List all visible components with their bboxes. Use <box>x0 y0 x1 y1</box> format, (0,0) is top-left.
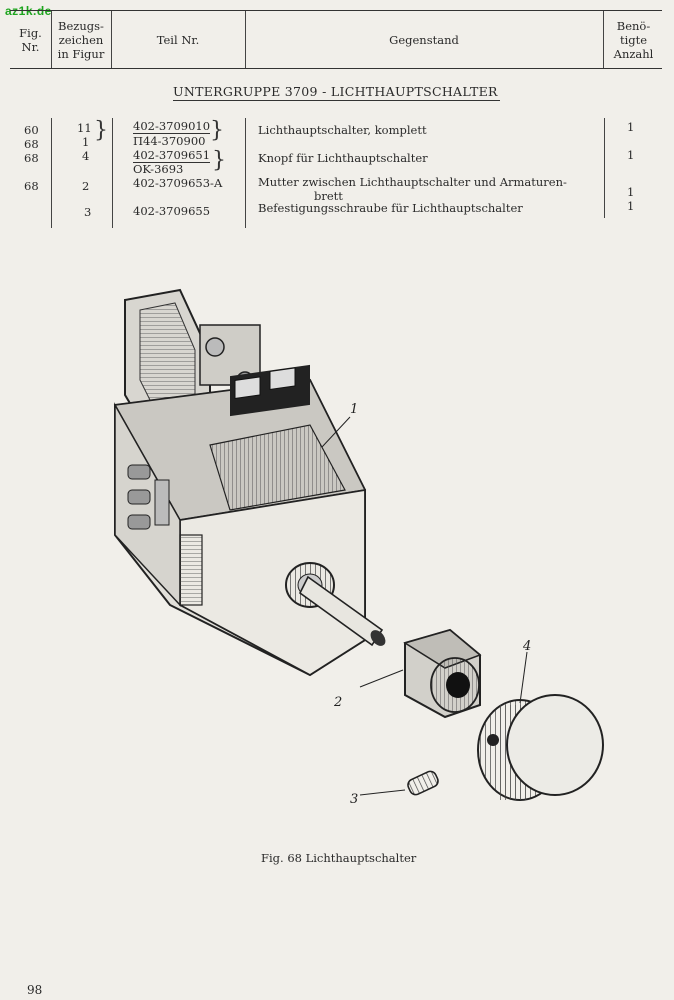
figure-caption: Fig. 68 Lichthauptschalter <box>261 851 417 865</box>
brace-symbol: } <box>210 118 224 143</box>
part-description: Befestigungsschraube für Lichthauptschal… <box>258 201 523 215</box>
mounting-nut <box>403 628 482 719</box>
quantity: 1 <box>627 120 635 134</box>
column-divider <box>51 118 52 228</box>
ref-number: 2 <box>82 179 90 193</box>
set-screw <box>407 770 439 796</box>
parts-table-header: Fig. Nr. Bezugs- zeichen in Figur Teil N… <box>10 10 662 69</box>
control-knob <box>477 694 604 801</box>
quantity: 1 <box>627 199 635 213</box>
page-number: 98 <box>27 983 43 997</box>
fig-nr: 68 <box>24 179 39 193</box>
subgroup-title: UNTERGRUPPE 3709 - LICHTHAUPTSCHALTER <box>173 84 500 101</box>
part-description: Lichthauptschalter, komplett <box>258 123 427 137</box>
header-fig-nr: Fig. Nr. <box>10 11 52 68</box>
callout-4: 4 <box>522 639 531 654</box>
ref-number: 1 <box>82 135 90 149</box>
callout-2: 2 <box>333 695 342 710</box>
quantity: 1 <box>627 185 635 199</box>
part-number: 402-3709655 <box>133 204 211 218</box>
column-divider <box>604 118 605 218</box>
header-teil-nr: Teil Nr. <box>111 11 246 68</box>
switch-body <box>113 288 386 677</box>
ref-number: 3 <box>84 205 92 219</box>
ref-number: 11 <box>77 121 92 135</box>
fig-nr: 68 <box>24 137 39 151</box>
header-anzahl: Benö- tigte Anzahl <box>603 11 663 68</box>
fig-nr: 68 <box>24 151 39 165</box>
site-watermark: az1k.de <box>5 4 52 18</box>
part-number: 402-3709651 <box>133 148 211 163</box>
column-divider <box>112 118 113 228</box>
quantity: 1 <box>627 148 635 162</box>
ref-number: 4 <box>82 149 90 163</box>
fig-nr: 60 <box>24 123 39 137</box>
part-description: brett <box>314 189 343 203</box>
light-switch-exploded-illustration: 1 2 3 4 <box>113 288 604 807</box>
part-description: Mutter zwischen Lichthauptschalter und A… <box>258 175 567 189</box>
part-description: Knopf für Lichthauptschalter <box>258 151 428 165</box>
callout-3: 3 <box>350 792 358 807</box>
header-gegenstand: Gegenstand <box>245 11 604 68</box>
header-bezugszeichen: Bezugs- zeichen in Figur <box>51 11 112 68</box>
callout-1: 1 <box>350 402 358 417</box>
part-number: 402-3709010 <box>133 119 211 134</box>
column-divider <box>245 118 246 228</box>
part-number: 402-3709653-A <box>133 176 223 190</box>
part-number: П44-370900 <box>133 134 206 148</box>
part-number: OK-3693 <box>133 162 184 176</box>
brace-symbol: } <box>212 148 226 173</box>
brace-symbol: } <box>94 118 108 143</box>
